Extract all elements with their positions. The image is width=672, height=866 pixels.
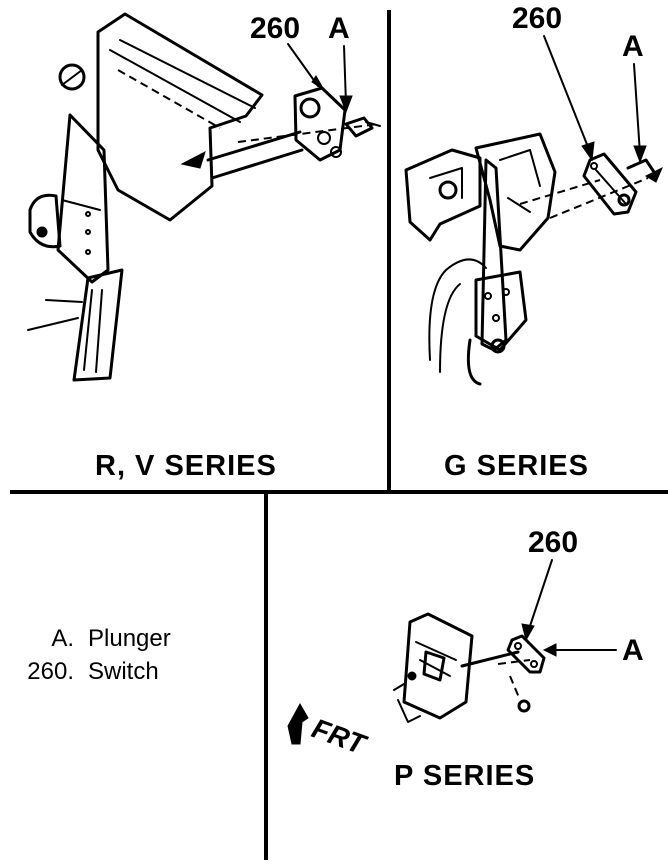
legend-text-switch: Switch [88, 658, 159, 685]
p-callout-260: 260 [528, 526, 578, 559]
g-series-label: G SERIES [444, 450, 589, 482]
rv-leader-a [343, 45, 347, 105]
front-direction-label: FRT [308, 713, 372, 762]
rv-pedal-assembly [27, 12, 381, 382]
p-series-panel: 260 A FRT P SERIES [287, 526, 644, 792]
legend-text-plunger: Plunger [88, 625, 171, 652]
front-direction-indicator: FRT [287, 702, 372, 762]
g-leader-a [633, 63, 641, 155]
rv-series-panel: 260 A R, V SERIES [27, 12, 381, 482]
p-leader-260 [527, 559, 553, 633]
legend: A. Plunger 260. Switch [27, 625, 170, 685]
rv-series-label: R, V SERIES [95, 450, 277, 482]
g-leader-260 [543, 35, 591, 153]
panel-dividers [10, 10, 668, 860]
legend-key-a: A. [51, 625, 74, 652]
front-arrow-icon [287, 702, 309, 745]
legend-key-260: 260. [27, 658, 74, 685]
rv-callout-a: A [328, 12, 350, 45]
p-pedal-assembly [393, 612, 546, 723]
g-callout-260: 260 [512, 2, 562, 35]
rv-callout-260: 260 [250, 12, 300, 45]
g-series-panel: 260 A G SERIES [404, 2, 663, 482]
g-callout-a: A [622, 30, 644, 63]
p-series-label: P SERIES [394, 760, 535, 792]
rv-leader-260 [287, 43, 319, 87]
p-callout-a: A [622, 634, 644, 667]
g-pedal-assembly [404, 132, 663, 386]
